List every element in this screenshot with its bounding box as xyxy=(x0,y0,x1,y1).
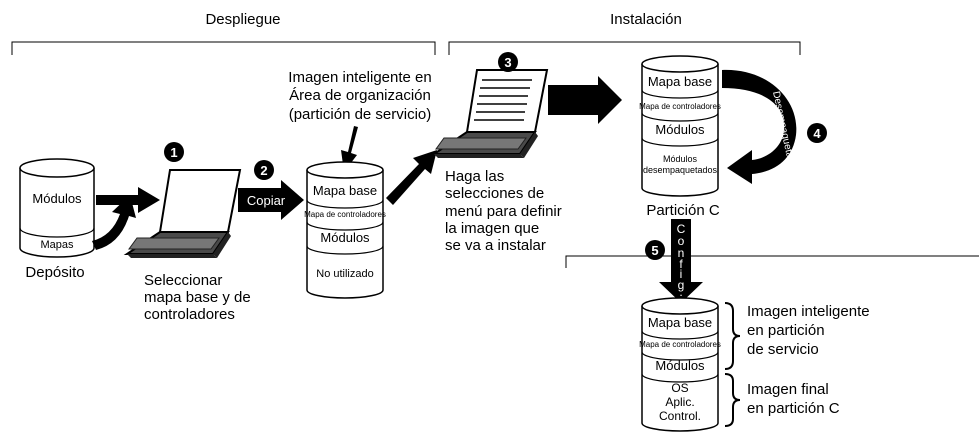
installation-bracket xyxy=(448,41,801,55)
svg-text:2: 2 xyxy=(260,163,267,178)
final-layer-drivers: Control. xyxy=(659,409,701,423)
partition-c-layer-unpacked-2: desempaquetados xyxy=(643,165,718,175)
final-layer-modules: Módulos xyxy=(655,358,705,373)
service-partition-cylinder: Mapa base Mapa de controladores Módulos … xyxy=(304,161,386,299)
svg-text:o: o xyxy=(678,234,685,248)
smart-image-caption-line2: en partición xyxy=(747,322,825,339)
final-image-cylinder: Mapa base Mapa de controladores Módulos … xyxy=(639,297,721,432)
step-5-badge: 5 xyxy=(645,240,665,260)
laptop-1-icon xyxy=(126,169,241,259)
service-caption-line1: Imagen inteligente en xyxy=(288,69,431,86)
svg-text:5: 5 xyxy=(651,243,658,258)
service-layer-driver-map: Mapa de controladores xyxy=(304,210,386,219)
step-1-caption-line3: controladores xyxy=(144,306,235,323)
partition-c-layer-driver-map: Mapa de controladores xyxy=(639,102,721,111)
copy-arrow xyxy=(238,180,304,220)
final-layer-os: OS xyxy=(671,381,688,395)
svg-text:i: i xyxy=(680,267,683,281)
smart-image-brace xyxy=(724,302,741,370)
step-3-caption-line1: Haga las xyxy=(445,168,504,185)
step-3-caption-line5: se va a instalar xyxy=(445,237,546,254)
step-1-badge: 1 xyxy=(164,142,184,162)
unpack-arrow xyxy=(722,69,797,184)
svg-text:g: g xyxy=(678,278,685,292)
service-layer-unused: No utilizado xyxy=(316,268,373,280)
partition-c-layer-unpacked-1: Módulos xyxy=(663,154,698,164)
deployment-section-title: Despliegue xyxy=(205,11,280,28)
svg-text:C: C xyxy=(677,222,686,236)
svg-text:1: 1 xyxy=(170,145,177,160)
service-caption-arrow xyxy=(341,126,358,172)
partition-c-layer-base-map: Mapa base xyxy=(648,74,712,89)
arrow-to-step-3 xyxy=(386,150,437,205)
step-3-caption-line3: menú para definir xyxy=(445,203,562,220)
svg-text:n: n xyxy=(678,246,685,260)
repository-cylinder: Módulos Mapas xyxy=(19,158,95,258)
final-layer-apps: Aplic. xyxy=(665,395,694,409)
smart-image-caption-line1: Imagen inteligente xyxy=(747,303,870,320)
installation-section-title: Instalación xyxy=(610,11,682,28)
step-3-badge: 3 xyxy=(498,52,518,72)
step-3-caption-line4: la imagen que xyxy=(445,220,539,237)
svg-text:.: . xyxy=(679,285,682,299)
service-layer-modules: Módulos xyxy=(320,230,370,245)
partition-c-cylinder: Mapa base Mapa de controladores Módulos … xyxy=(639,55,721,197)
partition-c-layer-modules: Módulos xyxy=(655,122,705,137)
partition-c-caption: Partición C xyxy=(646,202,720,219)
svg-text:3: 3 xyxy=(504,55,511,70)
smart-image-caption-line3: de servicio xyxy=(747,341,819,358)
svg-text:4: 4 xyxy=(813,126,821,141)
step-4-badge: 4 xyxy=(807,123,827,143)
final-image-caption-line2: en partición C xyxy=(747,400,840,417)
step-3-caption-line2: selecciones de xyxy=(445,185,544,202)
step-1-caption-line2: mapa base y de xyxy=(144,289,251,306)
final-layer-driver-map: Mapa de controladores xyxy=(639,340,721,349)
step-1-caption-line1: Seleccionar xyxy=(144,272,222,289)
arrow-to-partition-c xyxy=(548,76,622,124)
copy-label: Copiar xyxy=(247,193,286,208)
repository-maps-label: Mapas xyxy=(40,239,74,251)
final-layer-base-map: Mapa base xyxy=(648,315,712,330)
config-label: C o n f i g . xyxy=(677,222,686,299)
arrow-maps-to-laptop xyxy=(92,195,136,250)
repository-modules-label: Módulos xyxy=(32,191,82,206)
service-layer-base-map: Mapa base xyxy=(313,183,377,198)
service-caption-line2: Área de organización xyxy=(289,87,431,104)
config-arrow xyxy=(659,219,703,303)
final-image-caption-line1: Imagen final xyxy=(747,381,829,398)
service-caption-line3: (partición de servicio) xyxy=(289,106,432,123)
final-image-brace xyxy=(724,373,741,427)
repository-caption: Depósito xyxy=(25,264,84,281)
svg-text:f: f xyxy=(679,257,683,271)
final-section-bracket xyxy=(565,255,979,268)
step-2-badge: 2 xyxy=(254,160,274,180)
laptop-3-icon xyxy=(433,69,548,159)
deployment-bracket xyxy=(11,41,436,55)
